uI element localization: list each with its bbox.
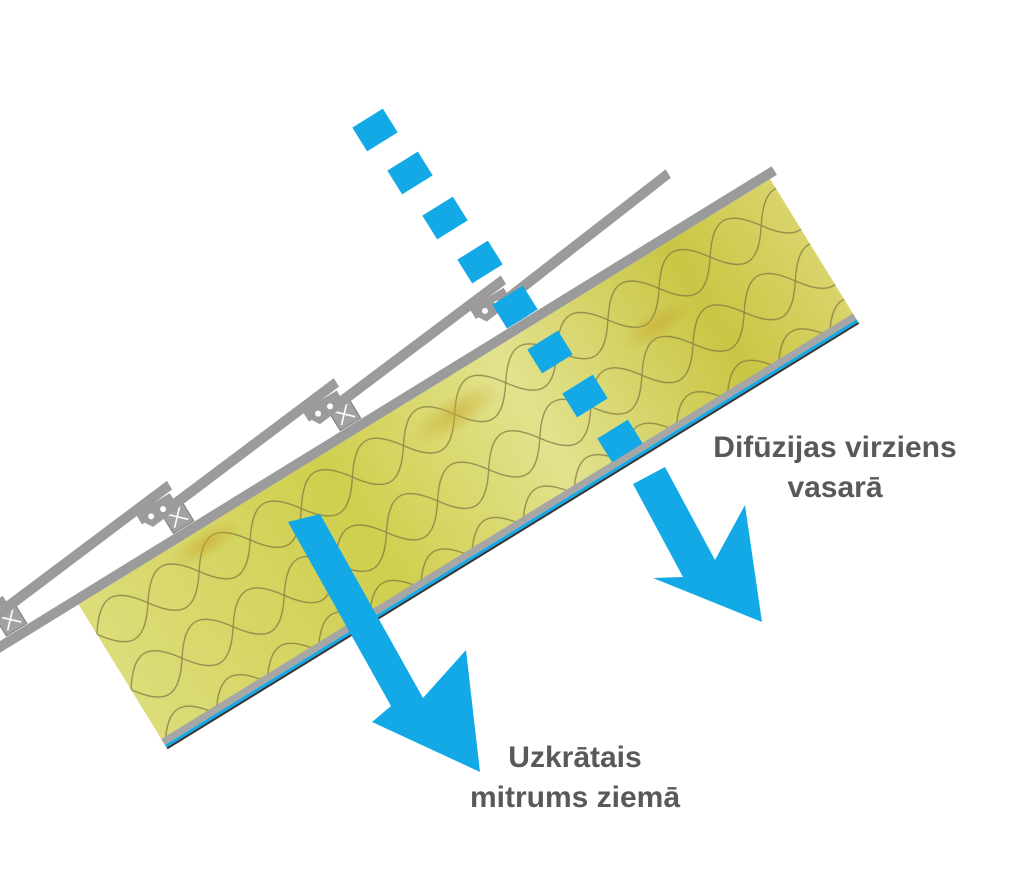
diffusion-dash — [387, 151, 433, 195]
summer-diffusion-label: Difūzijas virziens vasarā — [690, 428, 980, 508]
diffusion-dash — [422, 196, 468, 240]
diffusion-dash — [527, 330, 573, 374]
roof-assembly — [0, 166, 860, 750]
diffusion-dash — [492, 285, 538, 329]
winter-moisture-arrow — [288, 514, 480, 772]
metal-panel-4 — [476, 169, 671, 322]
metal-panel-2 — [142, 378, 340, 527]
diffusion-dash — [597, 419, 643, 463]
metal-panel-3 — [309, 275, 506, 425]
summer-diffusion-dashes — [352, 108, 643, 463]
winter-label-line2: mitrums ziemā — [469, 781, 681, 814]
panel-lap-2 — [135, 493, 177, 525]
summer-diffusion-arrow — [633, 467, 762, 622]
summer-label-line1: Difūzijas virziens — [713, 431, 957, 464]
diffusion-dash — [562, 374, 608, 418]
metal-panel-1 — [0, 480, 173, 630]
insulation-layer — [78, 178, 857, 745]
winter-label-line1: Uzkrātais — [508, 741, 642, 774]
bottom-edge-line — [166, 322, 860, 750]
panel-lap-4 — [469, 287, 510, 319]
vapour-barrier-line — [165, 319, 859, 748]
panel-lap-3 — [302, 390, 343, 422]
diffusion-dash — [352, 108, 398, 152]
diffusion-dash — [457, 240, 503, 284]
sheathing-board — [0, 166, 777, 655]
metal-roof-panels — [0, 169, 671, 630]
vapour-membrane — [161, 313, 857, 745]
winter-moisture-label: Uzkrātais mitrums ziemā — [440, 738, 710, 818]
summer-label-line2: vasarā — [787, 471, 883, 504]
